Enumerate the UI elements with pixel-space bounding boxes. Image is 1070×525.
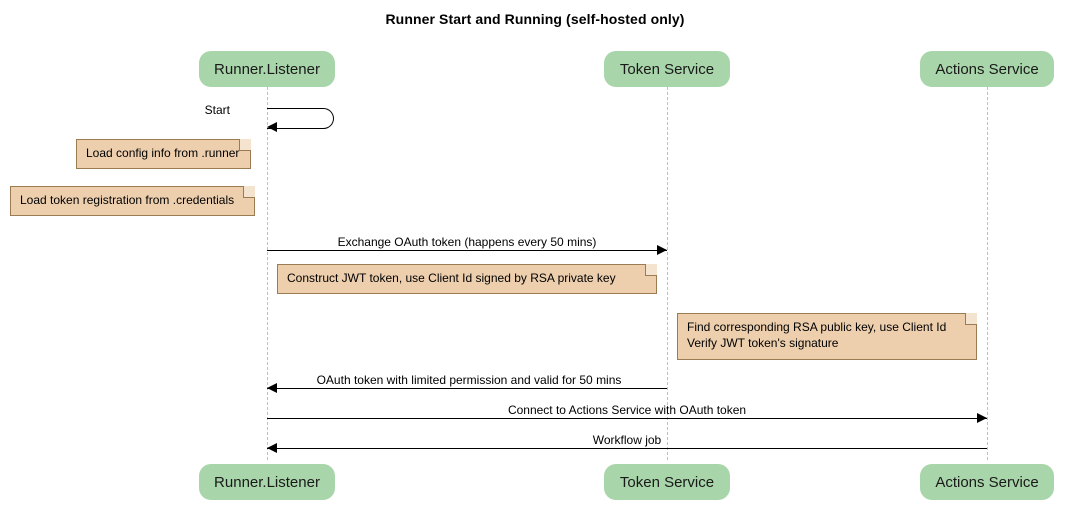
note-load-config: Load config info from .runner xyxy=(76,139,251,169)
arrow-head-exchange-oauth-token xyxy=(657,245,667,255)
note-verify-jwt-signature: Find corresponding RSA public key, use C… xyxy=(677,313,977,360)
message-label-exchange-oauth-token: Exchange OAuth token (happens every 50 m… xyxy=(337,235,597,249)
arrow-head-oauth-token-response xyxy=(267,383,277,393)
note-text: Load token registration from .credential… xyxy=(20,193,235,207)
message-line-oauth-token-response xyxy=(267,388,667,389)
note-load-token-registration: Load token registration from .credential… xyxy=(10,186,255,216)
note-fold-icon xyxy=(965,313,977,325)
note-construct-jwt-token: Construct JWT token, use Client Id signe… xyxy=(277,264,657,294)
diagram-title: Runner Start and Running (self-hosted on… xyxy=(385,11,685,27)
arrow-head-start xyxy=(267,122,277,132)
participant-label: Actions Service xyxy=(935,473,1039,491)
note-text: Find corresponding RSA public key, use C… xyxy=(687,320,947,350)
note-fold-icon xyxy=(239,139,251,151)
participant-label: Token Service xyxy=(619,60,715,78)
lifeline-actions xyxy=(987,87,988,460)
participant-label: Runner.Listener xyxy=(214,473,320,491)
participant-token-top[interactable]: Token Service xyxy=(604,51,730,87)
participant-token-bottom[interactable]: Token Service xyxy=(604,464,730,500)
participant-label: Actions Service xyxy=(935,60,1039,78)
note-text: Construct JWT token, use Client Id signe… xyxy=(287,271,616,285)
message-label-workflow-job: Workflow job xyxy=(592,433,662,447)
message-self-loop-start xyxy=(267,108,334,129)
lifeline-token xyxy=(667,87,668,460)
message-label-connect-actions-service: Connect to Actions Service with OAuth to… xyxy=(507,403,747,417)
arrow-head-connect-actions-service xyxy=(977,413,987,423)
message-label-start: Start xyxy=(204,103,230,117)
message-line-workflow-job xyxy=(267,448,987,449)
participant-runner-top[interactable]: Runner.Listener xyxy=(199,51,335,87)
message-line-exchange-oauth-token xyxy=(267,250,667,251)
arrow-head-workflow-job xyxy=(267,443,277,453)
participant-actions-top[interactable]: Actions Service xyxy=(920,51,1054,87)
message-label-oauth-token-response: OAuth token with limited permission and … xyxy=(316,373,622,387)
participant-actions-bottom[interactable]: Actions Service xyxy=(920,464,1054,500)
note-fold-icon xyxy=(243,186,255,198)
note-fold-icon xyxy=(645,264,657,276)
message-line-connect-actions-service xyxy=(267,418,987,419)
participant-label: Token Service xyxy=(619,473,715,491)
participant-runner-bottom[interactable]: Runner.Listener xyxy=(199,464,335,500)
participant-label: Runner.Listener xyxy=(214,60,320,78)
note-text: Load config info from .runner xyxy=(86,146,240,160)
lifeline-runner xyxy=(267,87,268,460)
